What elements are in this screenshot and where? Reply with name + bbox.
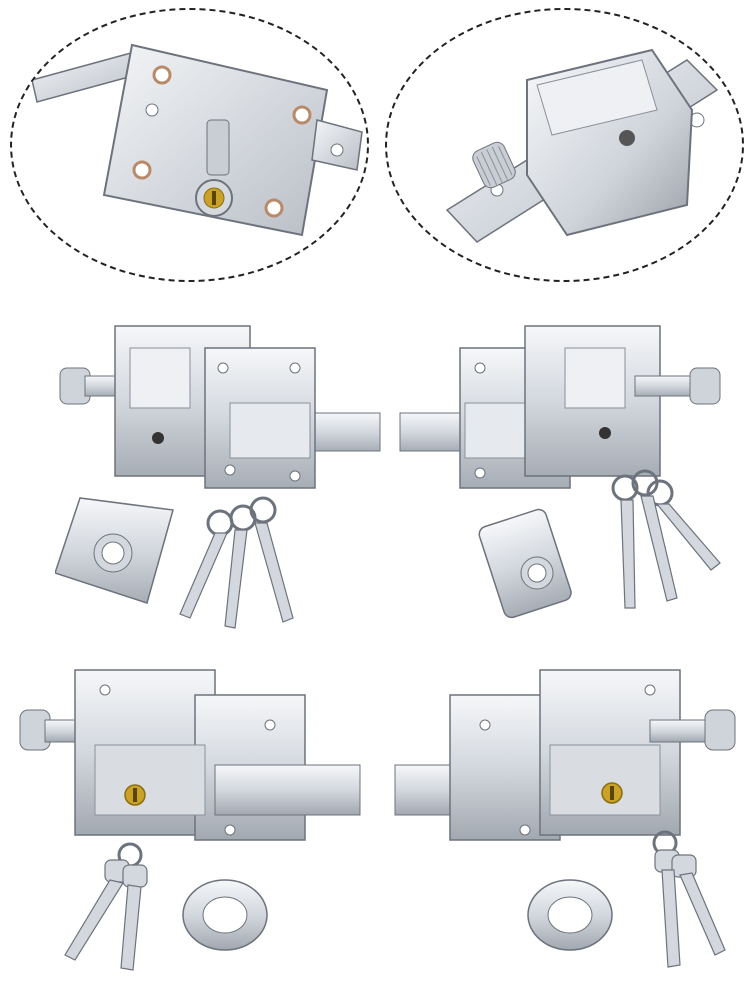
case-face [129, 347, 191, 409]
case-face [564, 347, 626, 409]
screw-hole [145, 103, 159, 117]
keyway-slot [610, 786, 614, 800]
keys-two [64, 842, 148, 971]
keys-two [652, 830, 726, 968]
keyway-slot [212, 191, 216, 205]
lock-set-bottom-right [394, 669, 736, 968]
cylinder-hole [599, 427, 611, 439]
washer-hole [547, 896, 593, 934]
screw-hole [644, 684, 656, 696]
keys-three [611, 469, 721, 609]
screw-hole [224, 824, 236, 836]
screw-hole [264, 719, 276, 731]
case-top-face [536, 59, 658, 136]
screw-hole [519, 824, 531, 836]
bolt-bar [634, 375, 696, 397]
cylinder-hole [152, 432, 164, 444]
screw-hole [289, 362, 301, 374]
detail-ellipse-right [385, 8, 744, 282]
spindle [206, 119, 230, 176]
lock-body-back-detail [31, 43, 363, 237]
detail-ellipse-left [10, 8, 369, 282]
escutcheon-hole [101, 541, 125, 565]
bolt-bar [649, 719, 711, 743]
knurled-knob [704, 709, 736, 751]
screw-hole [289, 470, 301, 482]
screw-hole [264, 198, 284, 218]
lock-set-bottom-left [19, 669, 361, 971]
cylinder-hole [619, 130, 635, 146]
washer-hole [202, 896, 248, 934]
lock-set-right [399, 325, 721, 619]
screw-hole [474, 467, 486, 479]
bolt-bar [214, 764, 361, 816]
cylinder-housing [549, 744, 661, 816]
screw-hole [132, 160, 152, 180]
screw-hole [224, 464, 236, 476]
cylinder-housing [94, 744, 206, 816]
escutcheon-hole [527, 563, 547, 583]
screw-hole [217, 362, 229, 374]
knurled-knob [689, 367, 721, 405]
keys-three [179, 496, 294, 629]
bolt-latch-front-detail [445, 48, 719, 243]
tab-hole [330, 143, 344, 157]
screw-hole [99, 684, 111, 696]
screw-hole [479, 719, 491, 731]
lock-set-left [55, 325, 381, 629]
screw-hole [292, 105, 312, 125]
screw-hole [474, 362, 486, 374]
keyway-slot [133, 788, 137, 802]
keeper-box [229, 402, 311, 459]
screw-hole [152, 65, 172, 85]
